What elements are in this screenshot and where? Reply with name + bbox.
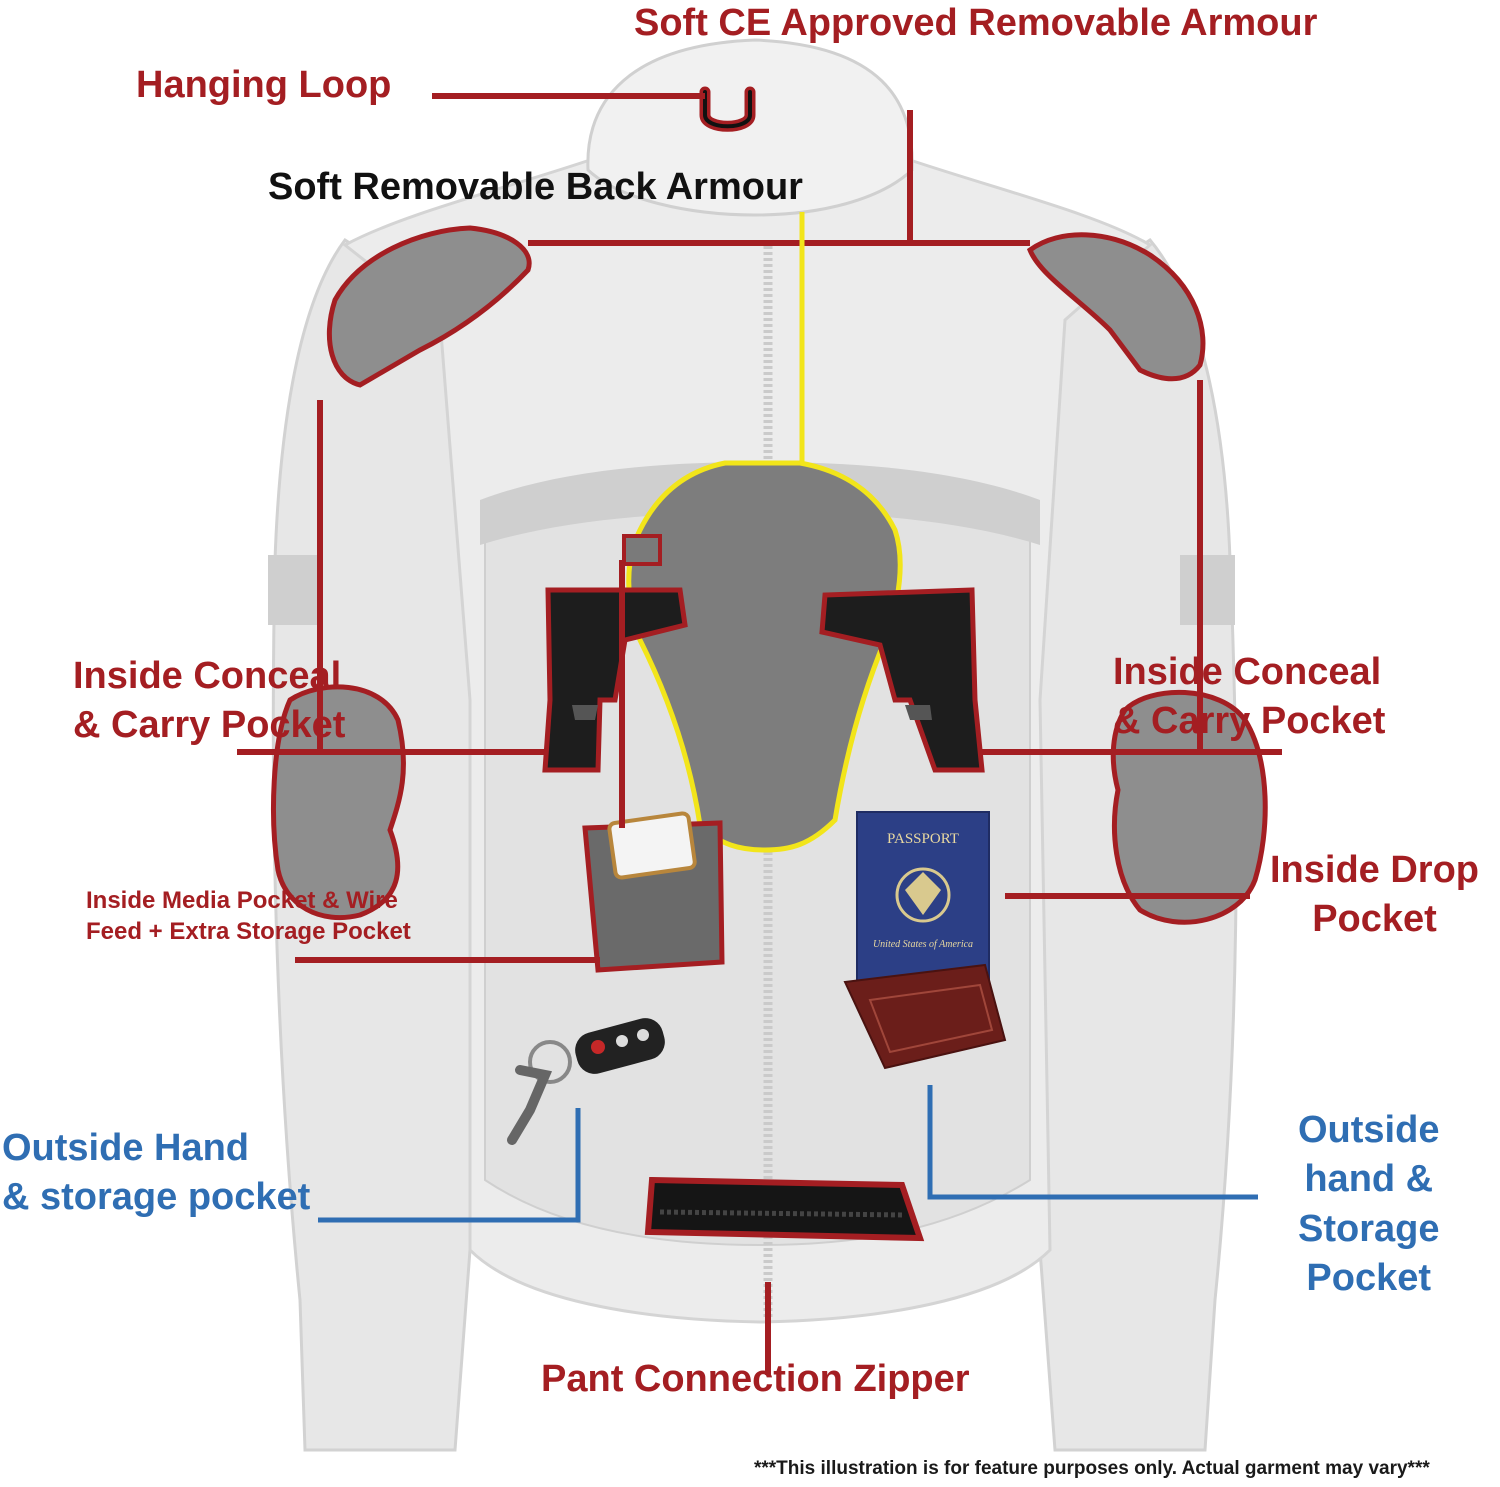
shoulder-armour-left [326, 225, 532, 388]
label-outside-right: Outside hand & Storage Pocket [1298, 1109, 1440, 1300]
passport-country: United States of America [873, 939, 973, 950]
clip-icon [622, 534, 662, 566]
label-media-pocket: Inside Media Pocket & Wire Feed + Extra … [86, 887, 411, 946]
elbow-armour-left [271, 684, 406, 921]
passport-title: PASSPORT [887, 831, 959, 847]
media-pocket [582, 811, 725, 973]
left-sleeve-band [268, 555, 323, 625]
label-conceal-left: Inside Conceal & Carry Pocket [73, 655, 346, 747]
label-outside-left: Outside Hand & storage pocket [2, 1127, 311, 1219]
phone-icon [607, 811, 697, 880]
label-back-armour: Soft Removable Back Armour [268, 166, 803, 208]
disclaimer: ***This illustration is for feature purp… [754, 1458, 1430, 1479]
pistol-icon [819, 587, 985, 773]
wallet-icon [843, 963, 1007, 1070]
callout-lines-red [237, 93, 1282, 1375]
car-key-icon [507, 1018, 665, 1145]
label-drop-pocket: Inside Drop Pocket [1270, 849, 1480, 941]
callout-lines-blue [318, 1085, 1258, 1223]
zipper-icon [644, 1176, 925, 1242]
back-armour [626, 460, 903, 853]
label-hanging-loop: Hanging Loop [136, 64, 392, 106]
label-pant-zipper: Pant Connection Zipper [541, 1358, 970, 1400]
label-conceal-right: Inside Conceal & Carry Pocket [1113, 651, 1386, 743]
right-sleeve-band [1180, 555, 1235, 625]
label-soft-ce-armour: Soft CE Approved Removable Armour [634, 2, 1318, 44]
shoulder-armour-right [1026, 232, 1206, 382]
pistol-icon [542, 587, 688, 773]
